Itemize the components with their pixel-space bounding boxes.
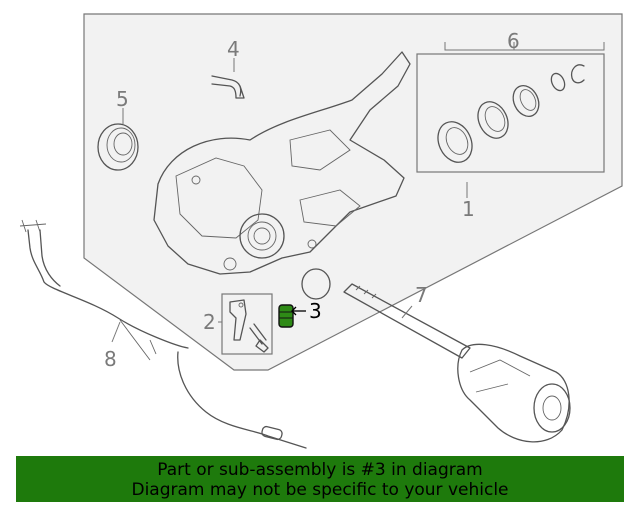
carrier-housing [153,51,411,275]
callout-8: 8 [104,347,117,371]
drain-plug-part-3 [278,304,306,328]
banner-line-2: Diagram may not be specific to your vehi… [131,480,509,500]
callout-3: 3 [309,299,322,323]
half-shaft [343,283,571,443]
callout-7: 7 [415,283,428,307]
sensor-bracket [229,299,269,353]
o-ring [301,268,331,300]
callout-2: 2 [203,310,216,334]
wire-harness [19,219,307,449]
vent-fitting [211,75,245,99]
callout-6: 6 [507,29,520,53]
leader-lines [111,42,605,343]
banner-line-1: Part or sub-assembly is #3 in diagram [157,460,483,480]
parts-diagram: 1 2 3 4 5 6 7 8 [19,13,623,449]
info-banner: Part or sub-assembly is #3 in diagram Di… [16,456,624,502]
part-6-box [416,53,605,173]
callout-4: 4 [227,37,240,61]
callout-5: 5 [116,87,129,111]
seal-rings [437,64,585,163]
callout-1: 1 [462,197,475,221]
axle-seal [97,123,139,171]
